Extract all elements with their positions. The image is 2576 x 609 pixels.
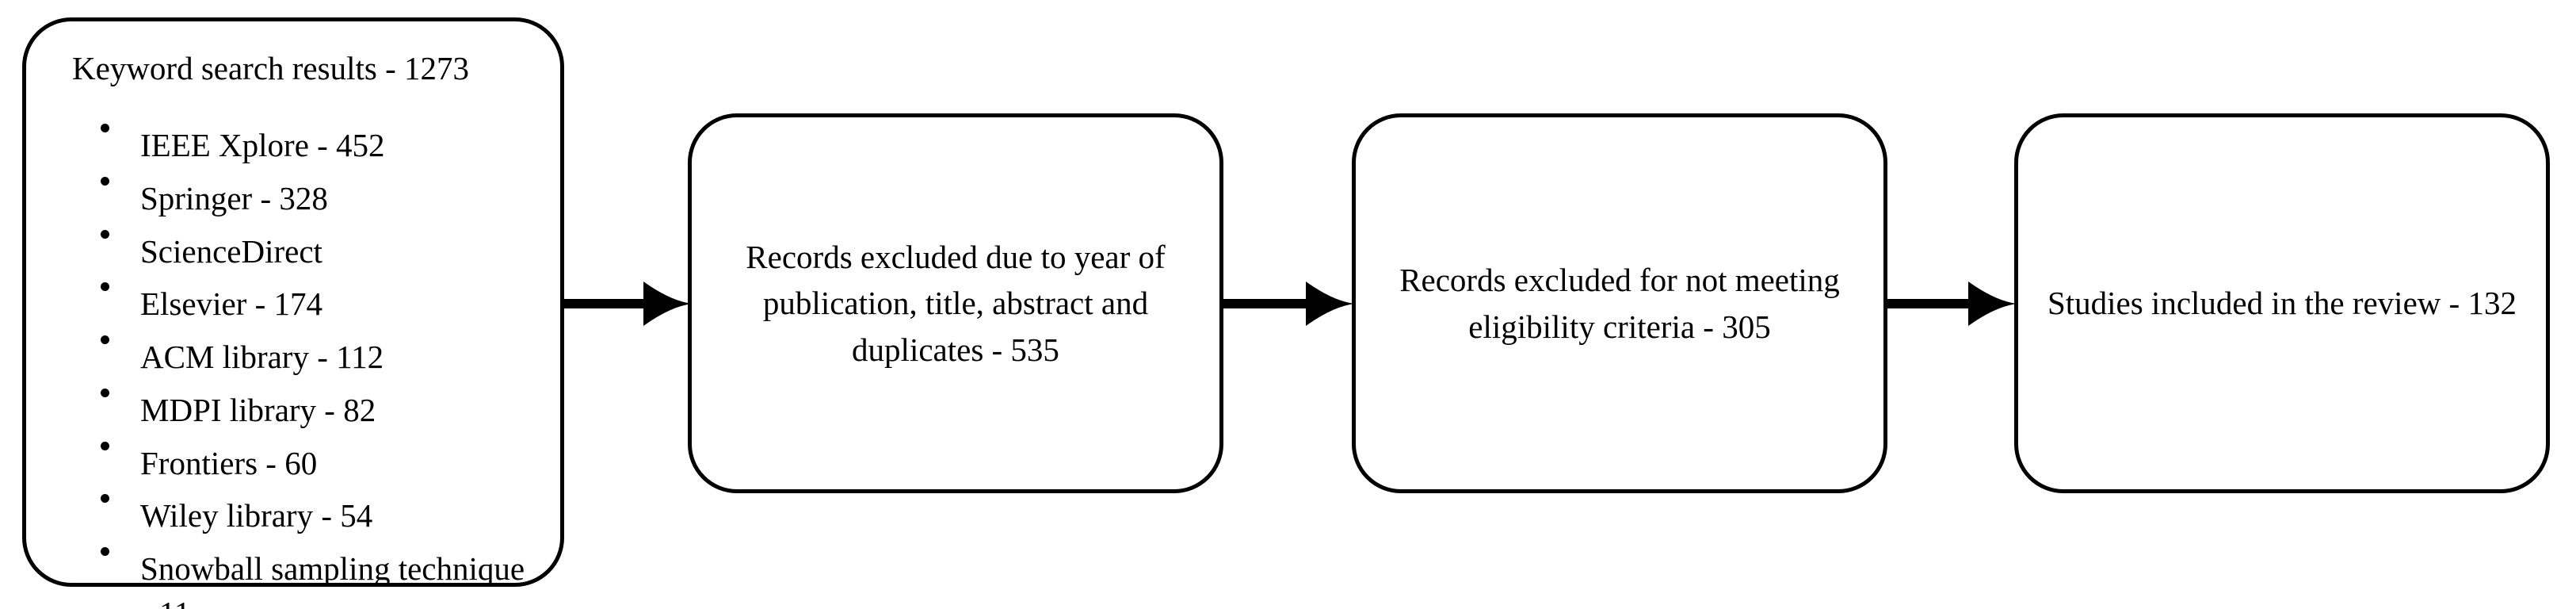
flow-box-records-excluded-eligibility: Records excluded for not meeting eligibi…: [1352, 113, 1887, 493]
list-item: Wiley library - 54: [97, 494, 536, 538]
list-item: Springer - 328: [97, 176, 536, 221]
list-item: Frontiers - 60: [97, 441, 536, 486]
list-item: Elsevier - 174: [97, 282, 536, 327]
keyword-search-results-title: Keyword search results - 1273: [72, 50, 469, 86]
list-item-label: MDPI library - 82: [140, 391, 376, 428]
list-item-label: Wiley library - 54: [140, 497, 373, 534]
records-excluded-eligibility-text: Records excluded for not meeting eligibi…: [1399, 262, 1840, 345]
arrow-right-icon: [1884, 279, 2017, 328]
list-item-label: ScienceDirect: [140, 232, 322, 270]
bullet-icon: [101, 441, 109, 450]
list-item: Snowball sampling technique - 11: [97, 547, 536, 609]
bullet-icon: [101, 388, 109, 397]
list-item: ACM library - 112: [97, 335, 536, 380]
list-item-label: Springer - 328: [140, 179, 328, 216]
bullet-icon: [101, 124, 109, 133]
list-item: IEEE Xplore - 452: [97, 124, 536, 168]
arrow-right-icon: [561, 279, 693, 328]
flow-box-studies-included: Studies included in the review - 132: [2014, 113, 2550, 493]
studies-included-text: Studies included in the review - 132: [2047, 285, 2517, 322]
list-item-label: IEEE Xplore - 452: [140, 127, 385, 164]
bullet-icon: [101, 335, 109, 345]
bullet-icon: [101, 229, 109, 239]
search-source-list: IEEE Xplore - 452 Springer - 328 Science…: [50, 124, 536, 609]
list-item-label: Elsevier - 174: [140, 285, 322, 323]
list-item: ScienceDirect: [97, 229, 536, 274]
arrow-right-icon: [1220, 279, 1355, 328]
bullet-icon: [101, 494, 109, 504]
flow-box-records-excluded-year: Records excluded due to year of publicat…: [688, 113, 1223, 493]
records-excluded-year-text: Records excluded due to year of publicat…: [746, 239, 1166, 368]
list-item: MDPI library - 82: [97, 388, 536, 433]
bullet-icon: [101, 547, 109, 557]
bullet-icon: [101, 282, 109, 292]
flow-box-keyword-search-results: Keyword search results - 1273 IEEE Xplor…: [22, 17, 564, 609]
list-item-label: Frontiers - 60: [140, 444, 318, 481]
bullet-icon: [101, 176, 109, 186]
list-item-label: ACM library - 112: [140, 339, 384, 376]
list-item-label: Snowball sampling technique - 11: [140, 550, 525, 609]
